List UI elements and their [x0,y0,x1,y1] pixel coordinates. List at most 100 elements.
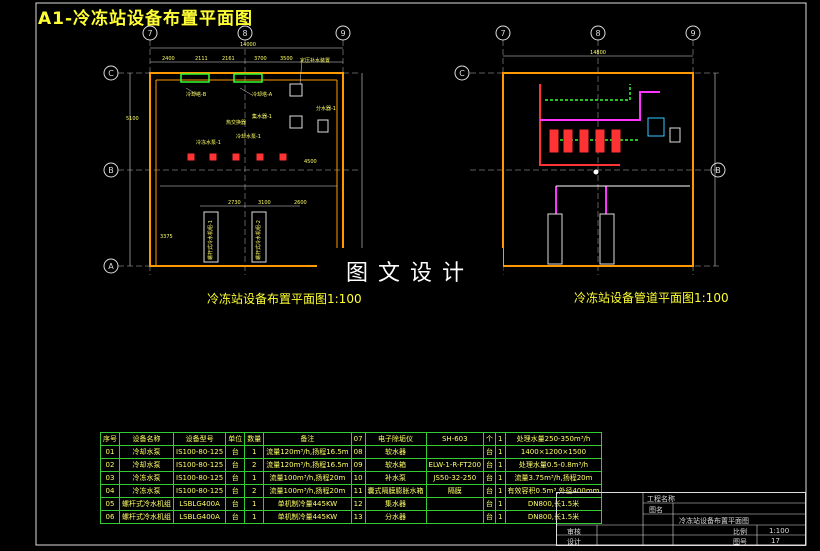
table-cell: 设备名称 [119,432,174,446]
table-cell: 台 [225,458,246,472]
table-cell: 台 [483,484,497,498]
table-cell [425,445,485,459]
table-cell: 软水器 [364,445,427,459]
right-plan [454,25,726,275]
left-label: 冷却水泵-1 [236,133,261,140]
table-cell: LSBLG400A [172,510,227,524]
tb-sheet-label: 图号 [733,538,747,546]
table-cell: 台 [225,484,246,498]
table-cell: 12 [350,497,366,511]
table-cell: 13 [350,510,366,524]
table-cell: 备注 [263,432,352,446]
table-cell: 集水器 [364,497,427,511]
title-block: 工程名称 图名 冷冻站设备布置平面图 审核 设计 比例 1:100 图号 17 [556,492,806,546]
left-dim-overall: 14000 [240,42,256,48]
left-label: 热交换器 [226,119,246,126]
left-plan-caption: 冷冻站设备布置平面图1:100 [207,292,362,306]
table-cell [425,497,485,511]
table-cell: 1 [495,484,506,498]
table-cell: 流量3.75m³/h,扬程20m [504,471,603,485]
table-cell: IS100-80-125 [172,471,227,485]
tb-design: 设计 [567,538,581,546]
left-dim: 4500 [304,159,317,165]
table-cell: 冷冻水泵 [119,471,174,485]
title-block-grid [557,493,805,545]
drawing-title: A1-冷冻站设备布置平面图 [38,9,254,29]
table-cell: 10 [350,471,366,485]
table-cell: 1400×1200×1500 [504,445,603,459]
right-axis-labels: 7 8 9 C B 14800 [459,29,721,175]
table-cell: 2 [244,484,265,498]
left-chiller-label: 螺杆式冷水机组-2 [255,220,262,260]
table-cell: 台 [225,497,246,511]
table-cell: 个 [483,432,497,446]
axis-label-a: A [108,262,114,271]
table-cell: 1 [495,445,506,459]
left-dim: 2730 [228,200,241,206]
tb-scale-label: 比例 [733,528,747,536]
table-cell: 04 [100,484,120,498]
left-dim: 5100 [126,116,139,122]
table-cell: 台 [483,497,497,511]
table-cell: 处理水量0.5-0.8m³/h [504,458,603,472]
left-dim: 3100 [258,200,271,206]
table-cell: 囊式隔膜膨胀水箱 [364,484,427,498]
left-dim: 2600 [294,200,307,206]
table-cell: 台 [225,471,246,485]
table-cell: 2 [244,458,265,472]
table-cell: 流量100m³/h,扬程20m [263,484,352,498]
table-cell: 补水泵 [364,471,427,485]
axis-label-b: B [108,166,114,175]
table-cell: 螺杆式冷水机组 [119,497,174,511]
table-cell: 流量120m³/h,扬程16.5m [263,445,352,459]
watermark-banner: 图文设计 [317,248,503,294]
table-cell: 05 [100,497,120,511]
left-label: 定压补水装置 [300,57,330,64]
table-cell: 台 [483,471,497,485]
left-label: 冷冻水泵-1 [196,139,221,146]
table-cell: 09 [350,458,366,472]
axis-label-c: C [108,69,114,78]
table-cell: 隔膜 [425,484,485,498]
left-chiller-label: 螺杆式冷水机组-1 [207,220,214,260]
table-cell: 软水箱 [364,458,427,472]
left-plan [103,25,363,275]
table-cell: 冷冻水泵 [119,484,174,498]
table-cell: 处理水量250-350m³/h [504,432,603,446]
left-dim: 3375 [160,234,173,240]
table-cell: 01 [100,445,120,459]
table-cell: 06 [100,510,120,524]
left-dim: 2400 [162,56,175,62]
table-cell: 分水器 [364,510,427,524]
table-cell: JS50-32-250 [425,471,485,485]
tb-check: 审核 [567,528,581,536]
tb-sheet: 17 [771,537,780,545]
table-cell: 单机制冷量445KW [263,497,352,511]
table-cell: 设备型号 [172,432,227,446]
table-cell: 1 [244,445,265,459]
axis-label-9: 9 [690,29,695,38]
table-cell: 1 [244,510,265,524]
table-cell: 单位 [225,432,246,446]
right-dim-overall: 14800 [590,50,606,56]
left-axis-labels: 7 8 9 C B A [108,29,345,271]
table-cell: DN800,长1.5米 [504,510,603,524]
axis-label-b: B [715,166,721,175]
table-cell: 冷却水泵 [119,458,174,472]
right-plan-caption: 冷冻站设备管道平面图1:100 [574,291,729,305]
table-cell: 台 [225,445,246,459]
table-cell: 单机制冷量445KW [263,510,352,524]
table-cell: 02 [100,458,120,472]
tb-company: 工程名称 [647,495,675,503]
table-cell: IS100-80-125 [172,445,227,459]
table-cell [425,510,485,524]
axis-label-9: 9 [340,29,345,38]
table-cell: 台 [483,445,497,459]
left-label: 分水器-1 [316,105,336,112]
